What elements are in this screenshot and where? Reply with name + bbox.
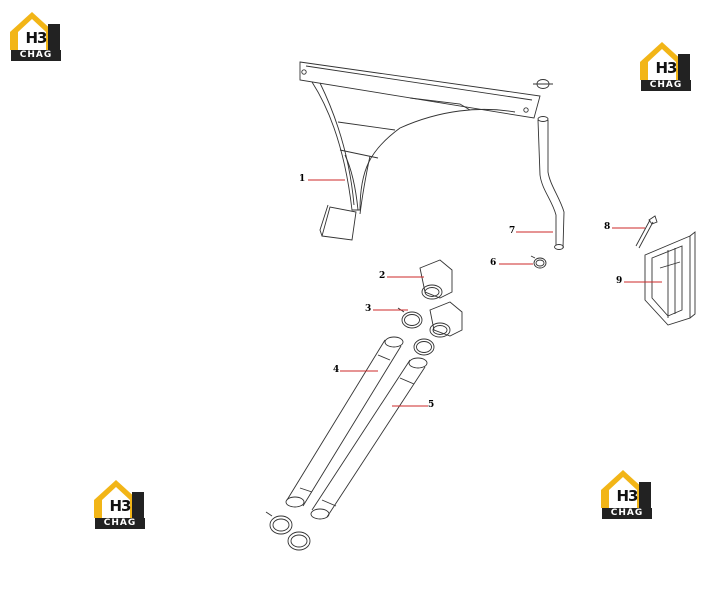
part-4-pipe — [285, 336, 404, 508]
leader-lines — [308, 179, 662, 407]
house-icon — [10, 12, 60, 51]
house-icon — [94, 480, 144, 519]
brand-logo-top-left: H3 CHAG — [8, 10, 64, 62]
brand-logo-bottom-right: H3 CHAG — [599, 468, 655, 520]
callout-6: 6 — [490, 258, 497, 268]
callout-8: 8 — [604, 222, 611, 232]
logo-mark: H3 — [109, 497, 132, 515]
brand-logo-bottom-left: H3 CHAG — [92, 478, 148, 530]
logo-subtitle: CHAG — [602, 508, 652, 519]
callout-9: 9 — [616, 276, 623, 286]
logo-mark: H3 — [25, 29, 48, 47]
part-2-elbows — [419, 259, 463, 338]
part-7-hose — [537, 116, 565, 250]
part-1-fender — [299, 61, 541, 241]
callout-3: 3 — [365, 304, 372, 314]
callout-7: 7 — [509, 226, 516, 236]
callout-5: 5 — [428, 400, 435, 410]
part-9-bracket — [644, 231, 696, 326]
part-3-clamps — [397, 307, 435, 356]
part-6-clamp — [530, 255, 547, 269]
logo-subtitle: CHAG — [11, 50, 61, 61]
part-8-bolt — [635, 215, 658, 249]
logo-subtitle: CHAG — [641, 80, 691, 91]
callout-4: 4 — [333, 365, 340, 375]
brand-logo-top-right: H3 CHAG — [638, 40, 694, 92]
house-icon — [601, 470, 651, 509]
bottom-clamps — [265, 511, 311, 551]
part-5-pipe — [310, 357, 428, 520]
logo-subtitle: CHAG — [95, 518, 145, 529]
logo-mark: H3 — [616, 487, 639, 505]
house-icon — [640, 42, 690, 81]
callout-2: 2 — [379, 271, 386, 281]
logo-mark: H3 — [655, 59, 678, 77]
callout-1: 1 — [299, 174, 306, 184]
part-clip-top — [533, 79, 553, 89]
